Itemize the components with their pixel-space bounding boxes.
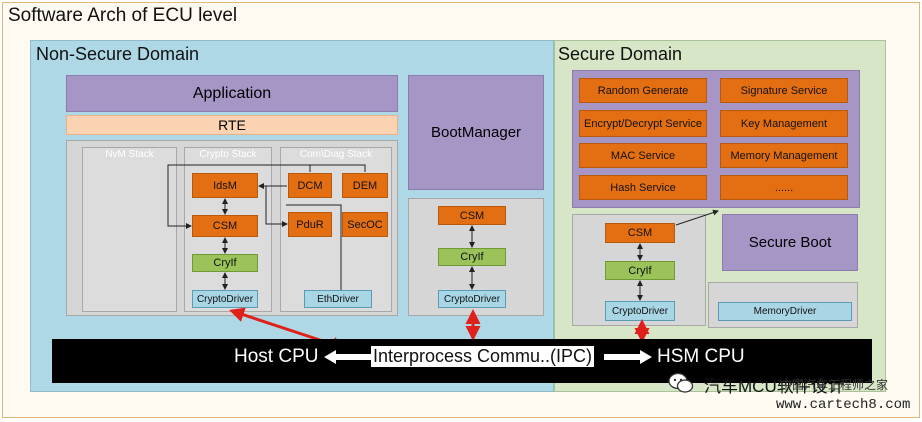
dem-module: DEM — [342, 173, 388, 198]
service-random-generate: Random Generate — [579, 78, 707, 103]
hsm-cryif-module: CryIf — [605, 261, 675, 280]
application-block: Application — [66, 75, 398, 112]
host-cpu-label: Host CPU — [234, 346, 319, 367]
service-signature: Signature Service — [720, 78, 848, 103]
comdiag-stack-label: Com\Diag Stack — [299, 149, 373, 160]
nvm-stack-label: NvM Stack — [105, 149, 154, 160]
cryptodriver-module: CryptoDriver — [192, 290, 258, 308]
hsm-csm-module: CSM — [605, 223, 675, 243]
service-more: ...... — [720, 175, 848, 200]
watermark-site-name: 中国汽车工程师之家 — [780, 378, 889, 392]
diagram-title: Software Arch of ECU level — [8, 5, 238, 26]
watermark-name: 汽车MCU软件设计 — [704, 377, 845, 396]
service-hash: Hash Service — [579, 175, 707, 200]
ipc-label: Interprocess Commu..(IPC) — [371, 346, 595, 367]
dcm-module: DCM — [288, 173, 332, 198]
black-connectors — [167, 164, 719, 301]
crypto-stack-label: Crypto Stack — [199, 149, 257, 160]
pdur-module: PduR — [288, 212, 332, 237]
ipc-left-arrow-icon — [324, 350, 372, 364]
ethdriver-module: EthDriver — [304, 290, 372, 308]
bm-cryptodriver-module: CryptoDriver — [438, 290, 506, 308]
service-memory-management: Memory Management — [720, 143, 848, 168]
memorydriver-module: MemoryDriver — [718, 302, 852, 321]
service-mac: MAC Service — [579, 143, 707, 168]
service-key-management: Key Management — [720, 110, 848, 137]
service-encrypt-decrypt: Encrypt/Decrypt Service — [579, 110, 707, 137]
secoc-module: SecOC — [342, 212, 388, 237]
ipc-right-arrow-icon — [604, 350, 652, 364]
hsm-cpu-label: HSM CPU — [657, 346, 745, 367]
csm-module: CSM — [192, 215, 258, 237]
cryif-module: CryIf — [192, 254, 258, 272]
rte-block: RTE — [66, 115, 398, 135]
watermark-url: www.cartech8.com — [776, 397, 911, 413]
bootmanager-block: BootManager — [408, 75, 544, 190]
secure-boot-block: Secure Boot — [722, 214, 858, 271]
secure-title: Secure Domain — [558, 44, 683, 64]
bm-csm-module: CSM — [438, 206, 506, 225]
idsm-module: IdsM — [192, 173, 258, 198]
nvm-stack — [82, 147, 177, 312]
wechat-icon — [668, 372, 694, 393]
bm-cryif-module: CryIf — [438, 248, 506, 266]
non-secure-title: Non-Secure Domain — [36, 44, 200, 64]
